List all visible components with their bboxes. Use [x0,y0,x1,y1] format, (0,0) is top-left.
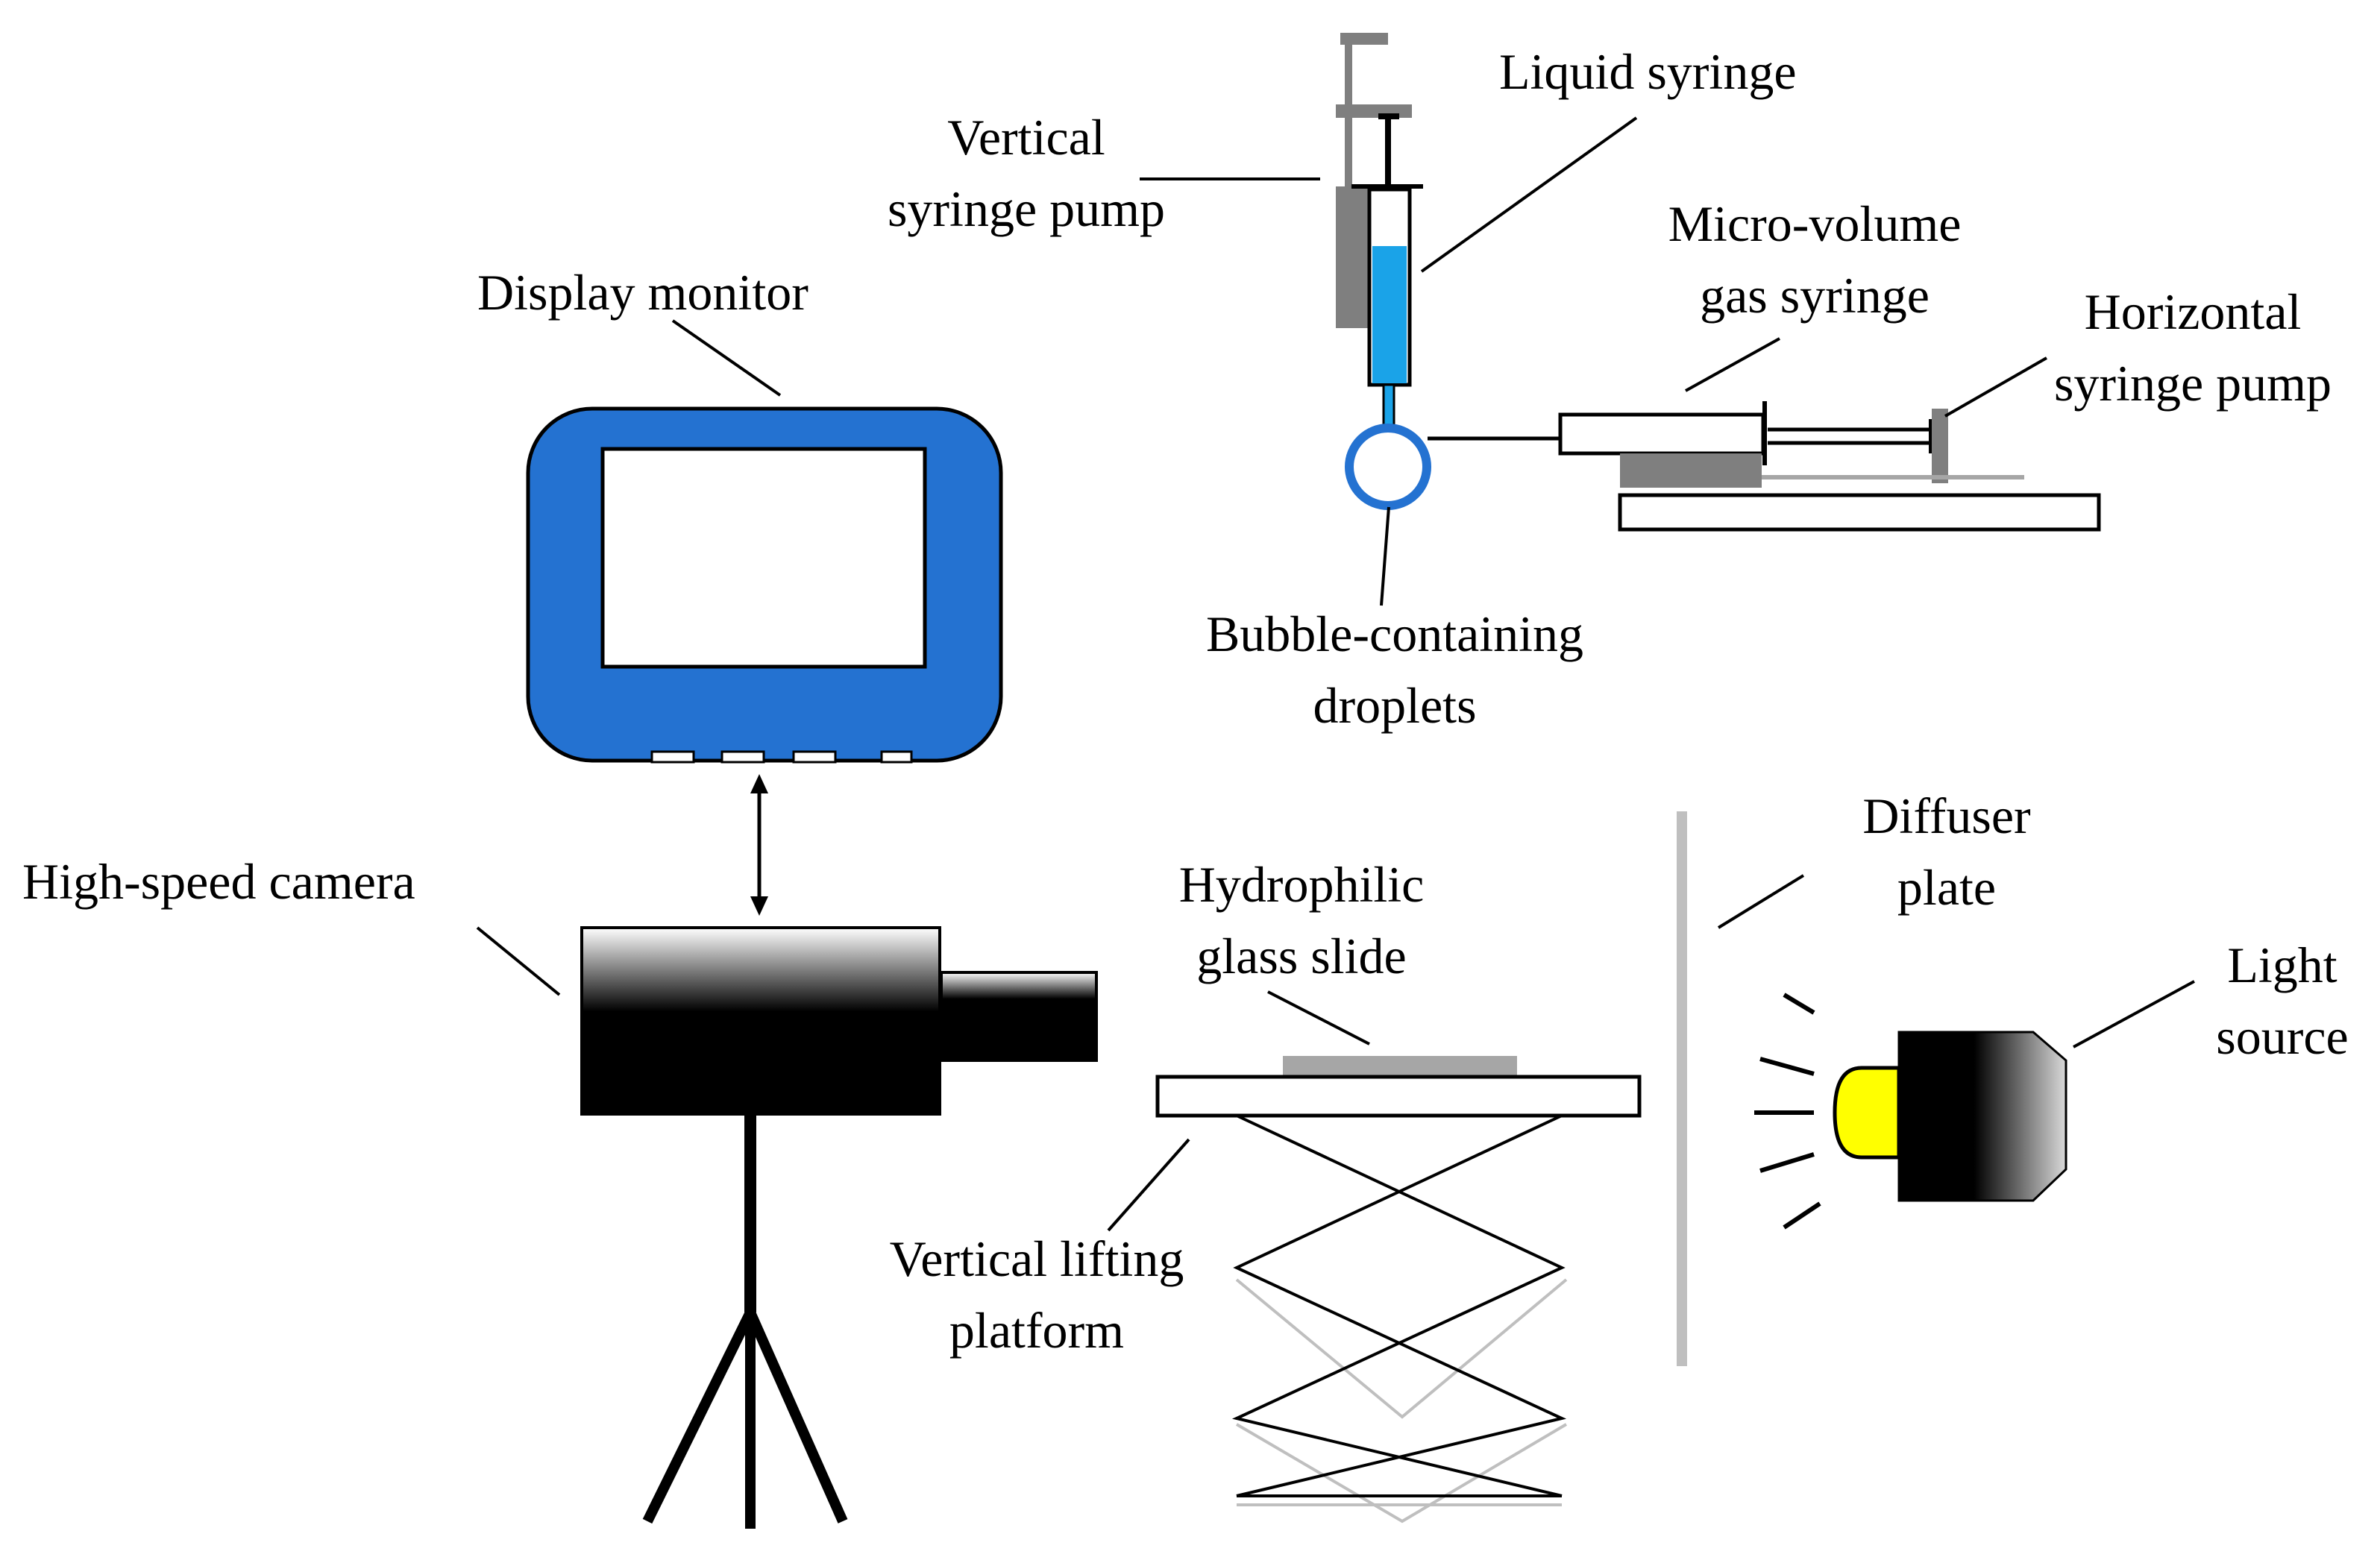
display-monitor [526,406,1003,764]
bulb-icon [1833,1066,1901,1160]
label-line: Vertical [947,109,1105,166]
label-line: platform [949,1302,1125,1359]
hydrophilic-glass-slide [1283,1056,1517,1077]
monitor-button-4 [880,750,913,764]
label-line: droplets [1313,677,1477,734]
tripod [642,1114,848,1529]
leader-display-monitor [671,319,782,397]
scissor-arms [1231,1114,1566,1497]
pump-body [1336,186,1369,328]
monitor-screen [600,447,927,669]
label-high-speed-camera: High-speed camera [22,846,415,917]
label-horizontal-syringe-pump: Horizontal syringe pump [2029,276,2357,419]
leader-camera [476,926,561,996]
scissor-arms-opposite [1233,1114,1567,1497]
vertical-lifting-platform [1155,1056,1642,1523]
label-line: Liquid syringe [1499,43,1797,100]
leader-bubble [1380,506,1390,606]
label-line: syringe pump [2053,355,2332,412]
camera-lens [940,971,1098,1062]
label-line: High-speed camera [22,853,415,910]
liquid-syringe [1351,113,1423,430]
light-rays-icon [1754,993,1821,1230]
leader-horizontal-pump [1944,356,2047,418]
label-bubble-containing-droplets: Bubble-containing droplets [1164,598,1626,741]
gas-syringe-barrel [1558,412,1765,456]
label-vertical-syringe-pump: Vertical syringe pump [862,101,1190,245]
leader-diffuser [1717,874,1805,929]
label-line: glass slide [1196,928,1407,984]
leader-lines [476,116,2195,1232]
pump-clamp-bar [1336,104,1412,118]
label-line: Bubble-containing [1205,606,1584,662]
label-line: Micro-volume [1668,195,1962,252]
label-vertical-lifting-platform: Vertical lifting platform [843,1223,1231,1366]
horizontal-pump-pusher [1932,409,1948,483]
leader-glass-slide [1267,990,1370,1045]
leader-lifting-platform [1107,1138,1190,1232]
label-display-monitor: Display monitor [477,257,808,328]
double-arrow-icon [750,774,768,916]
label-line: source [2216,1008,2349,1065]
platform-top [1155,1075,1642,1118]
label-liquid-syringe: Liquid syringe [1499,36,1797,107]
pump-top-bar [1340,33,1388,45]
monitor-button-2 [720,750,765,764]
monitor-button-1 [650,750,695,764]
vertical-syringe-pump [1336,33,1412,328]
label-line: Display monitor [477,264,808,321]
bubble-droplet [1345,424,1431,510]
label-line: gas syringe [1700,267,1930,324]
label-line: Diffuser [1862,787,2031,844]
label-light-source: Light source [2163,929,2380,1072]
gas-syringe-assembly [1558,401,2101,532]
leader-gas-syringe [1685,337,1780,392]
leader-liquid-syringe [1420,116,1638,273]
high-speed-camera [580,926,1098,1116]
label-line: Vertical lifting [889,1230,1184,1287]
label-line: Horizontal [2084,283,2302,340]
monitor-button-3 [792,750,837,764]
label-hydrophilic-glass-slide: Hydrophilic glass slide [1134,849,1469,992]
light-source [1754,993,2067,1230]
label-diffuser-plate: Diffuser plate [1805,780,2088,923]
camera-body [580,926,941,1116]
diffuser-plate [1677,811,1687,1366]
label-line: Hydrophilic [1178,856,1425,913]
label-line: syringe pump [887,180,1166,237]
horizontal-pump-block [1620,453,1762,488]
horizontal-pump-base [1618,493,2101,532]
leader-light-source [2073,980,2195,1048]
plunger-cap [1378,113,1399,119]
label-line: plate [1897,859,1997,916]
syringe-liquid [1372,246,1407,383]
label-line: Light [2227,937,2337,993]
lamp-housing [1897,1031,2067,1202]
label-micro-volume-gas-syringe: Micro-volume gas syringe [1632,188,1997,331]
syringe-needle [1382,383,1395,430]
